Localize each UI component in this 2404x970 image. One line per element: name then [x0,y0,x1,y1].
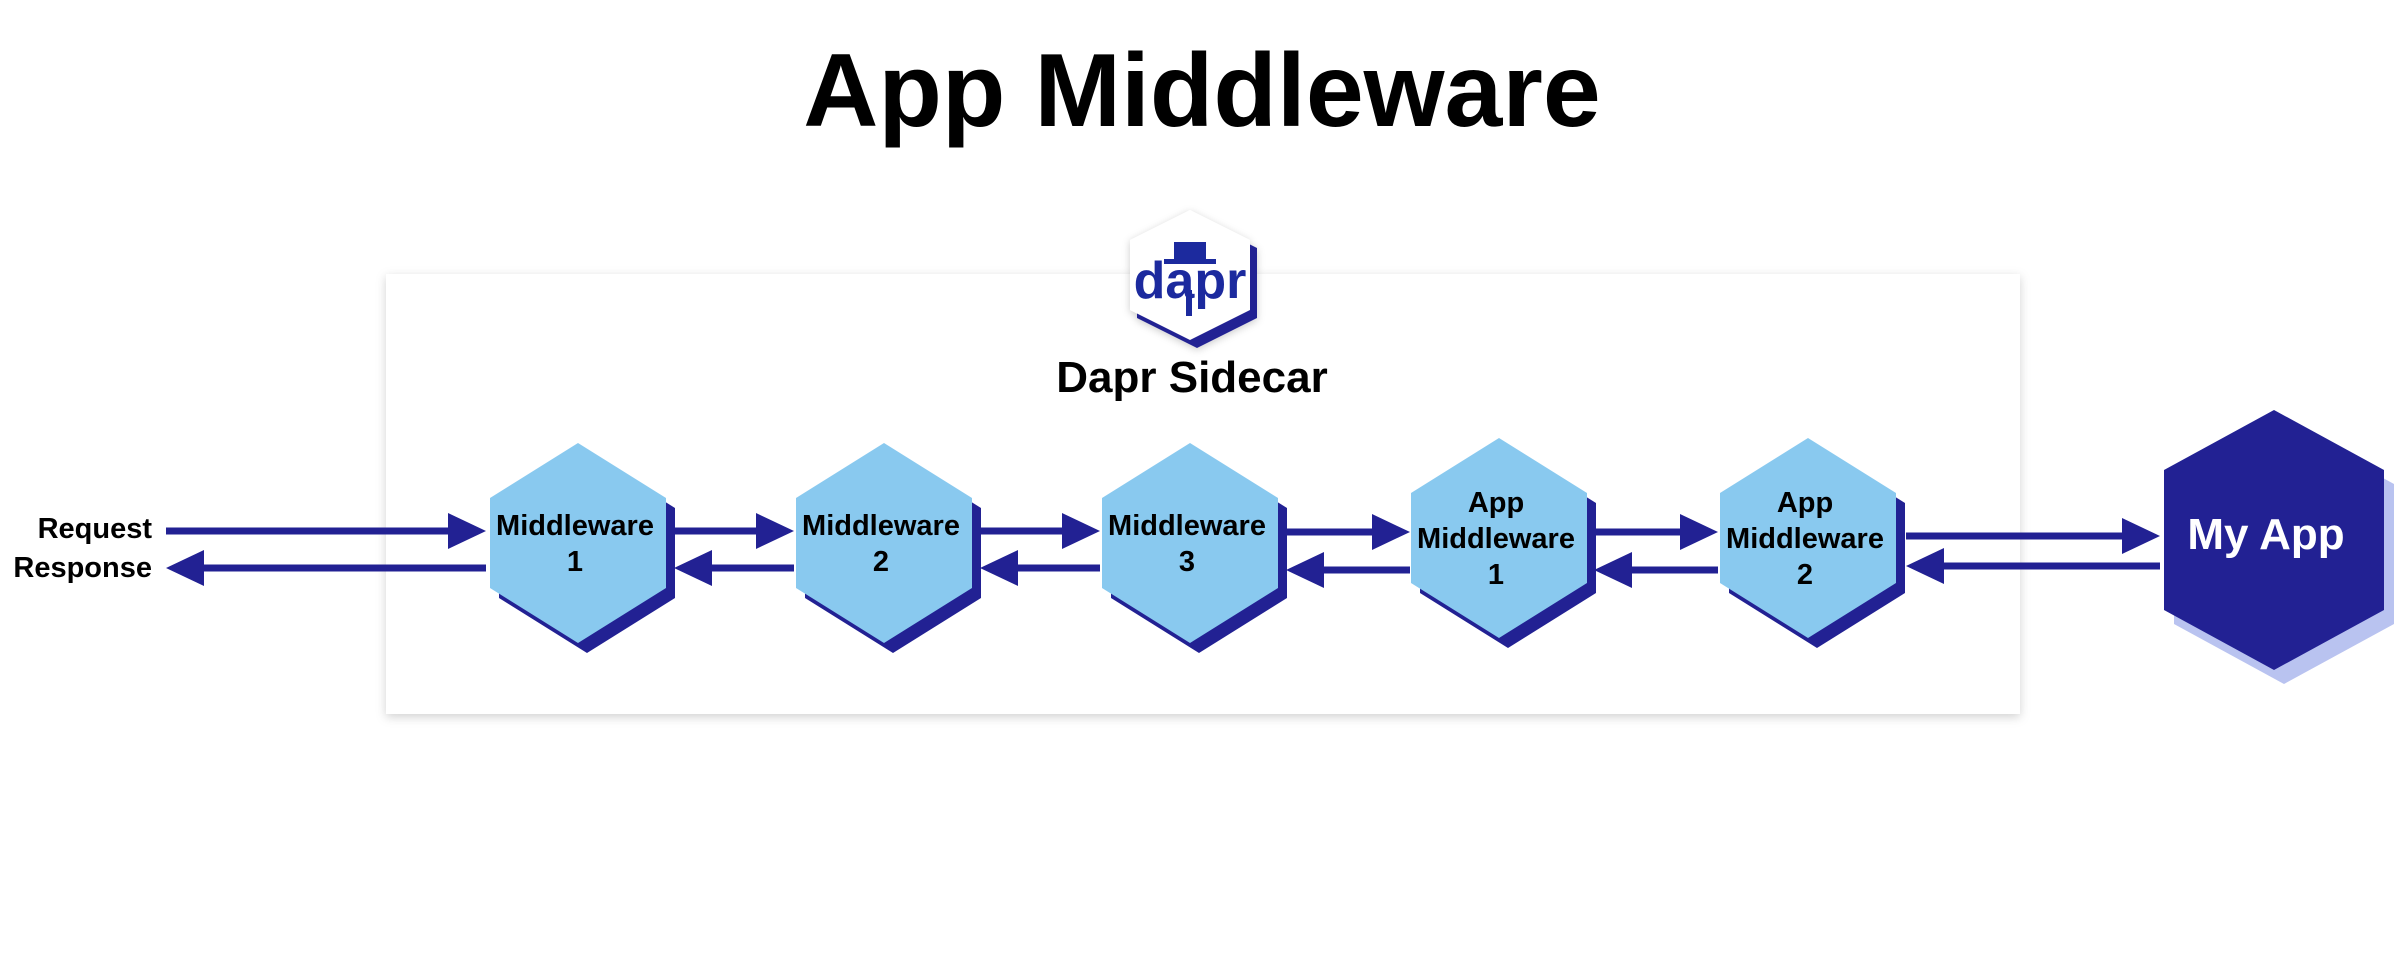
middleware-node-label: Middleware [496,510,654,542]
middleware-node-label: 2 [1797,559,1813,591]
middleware-node-label: Middleware [802,510,960,542]
response-arrow-head [674,550,712,586]
request-arrow [1906,518,2160,554]
middleware-node-hexagon [796,443,972,643]
dapr-logo-text: dapr [1134,252,1247,310]
request-arrow-head [756,513,794,549]
response-arrow [674,550,794,586]
request-arrow [980,513,1100,549]
request-arrow-head [448,513,486,549]
middleware-node-hexagon [1411,438,1587,638]
middleware-node-label: 1 [1488,559,1504,591]
flow-arrows [166,513,2160,588]
request-arrow-head [1062,513,1100,549]
request-arrow-head [1680,514,1718,550]
page-title: App Middleware [803,33,1600,149]
middleware-node: Middleware 2 [796,443,981,653]
middleware-node-hexagon [1720,438,1896,638]
my-app-hexagon [2164,410,2384,670]
response-arrow [1594,552,1718,588]
middleware-node-label: App [1777,487,1833,519]
middleware-node-hexagon [1102,443,1278,643]
middleware-node-label: 1 [567,546,583,578]
middleware-node-label: 2 [873,546,889,578]
middleware-node-label: 3 [1179,546,1195,578]
request-arrow-head [1372,514,1410,550]
response-arrow [1906,548,2160,584]
response-label: Response [13,552,152,584]
middleware-nodes: Middleware1Middleware2Middleware3AppMidd… [490,438,1905,653]
request-arrow [166,513,486,549]
response-arrow-head [166,550,204,586]
request-arrow [1594,514,1718,550]
response-arrow [1286,552,1410,588]
response-arrow-head [980,550,1018,586]
my-app-label: My App [2187,510,2344,559]
response-arrow-head [1906,548,1944,584]
middleware-node: Middleware 1 [490,443,675,653]
dapr-logo-icon: dapr [1130,210,1257,348]
request-label: Request [38,513,153,545]
request-arrow [674,513,794,549]
middleware-node-label: App [1468,487,1524,519]
request-arrow [1286,514,1410,550]
response-arrow [166,550,486,586]
middleware-node: Middleware 3 [1102,443,1287,653]
response-arrow [980,550,1100,586]
my-app-node: My App [2164,410,2394,684]
sidecar-label: Dapr Sidecar [1056,353,1327,402]
middleware-node-label: Middleware [1417,523,1575,555]
middleware-node-label: Middleware [1108,510,1266,542]
middleware-node-hexagon [490,443,666,643]
response-arrow-head [1594,552,1632,588]
request-arrow-head [2122,518,2160,554]
response-arrow-head [1286,552,1324,588]
middleware-node-label: Middleware [1726,523,1884,555]
